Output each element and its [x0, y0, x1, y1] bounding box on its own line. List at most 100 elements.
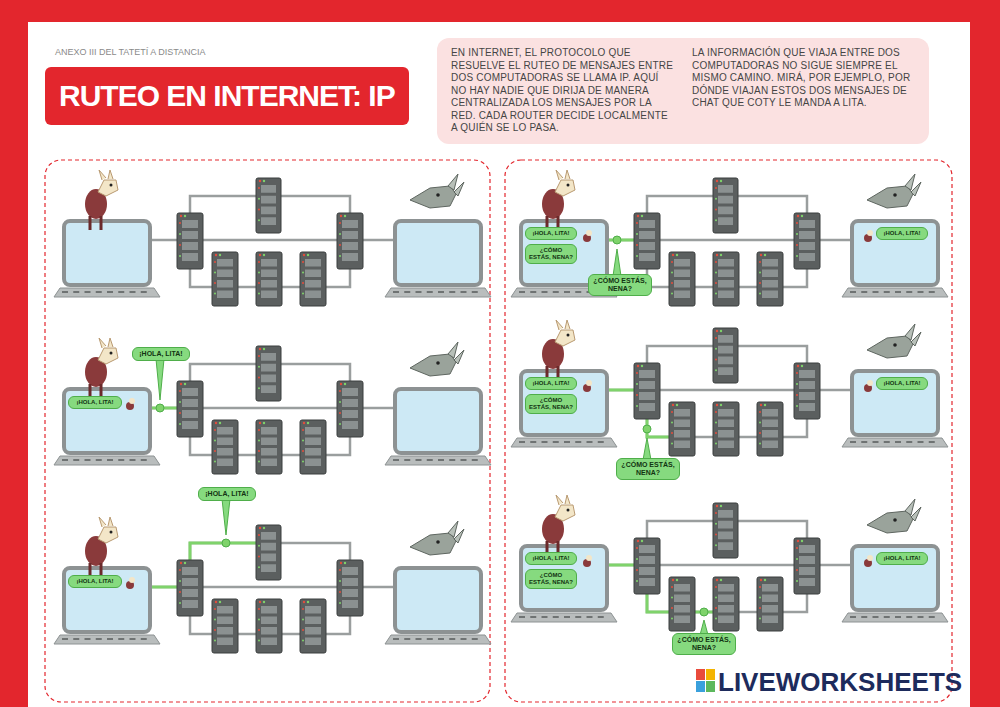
laptop-icon — [385, 568, 491, 644]
router-symbol — [256, 599, 282, 653]
router-symbol — [669, 252, 695, 306]
travelling-message: ¿CÓMO ESTÁS, NENA? — [588, 274, 652, 296]
info-text: LA INFORMACIÓN QUE VIAJA ENTRE DOS COMPU… — [692, 47, 915, 135]
network-scene — [511, 320, 948, 456]
router-symbol — [300, 252, 326, 306]
laptop-icon — [842, 371, 948, 447]
message-text: ¿CÓMO ESTÁS, NENA? — [620, 461, 676, 477]
router-symbol — [757, 577, 783, 631]
laptop-icon — [385, 389, 491, 465]
message-text: ¡HOLA, LITA! — [529, 555, 573, 562]
message-dot — [643, 425, 651, 433]
message-text: ¡HOLA, LITA! — [136, 350, 186, 358]
bubble-tail — [643, 438, 651, 460]
network-scene — [511, 495, 948, 631]
chat-bubble: ¡HOLA, LITA! — [68, 575, 122, 588]
message-dot — [700, 608, 708, 616]
chat-bubble: ¡HOLA, LITA! — [525, 552, 577, 565]
avatar-icon — [864, 230, 873, 242]
laptop-icon — [842, 546, 948, 622]
llama-figure — [542, 170, 575, 230]
avatar-icon — [583, 380, 592, 392]
avatar-icon — [126, 398, 135, 410]
router-symbol — [634, 363, 660, 419]
info-text: EN INTERNET, EL PROTOCOLO QUE RESUELVE E… — [451, 47, 674, 135]
network-scene — [511, 170, 948, 306]
message-text: ¡HOLA, LITA! — [880, 230, 924, 237]
logo-mark — [706, 669, 715, 680]
chat-bubble: ¡HOLA, LITA! — [68, 396, 122, 409]
network-scene — [54, 170, 491, 306]
chat-bubble: ¿CÓMO ESTÁS, NENA? — [525, 244, 577, 264]
title-banner: RUTEO EN INTERNET: IP — [45, 67, 409, 125]
router-symbol — [794, 213, 820, 269]
router-symbol — [713, 252, 739, 306]
laptop-icon — [54, 389, 160, 465]
avatar-icon — [864, 380, 873, 392]
message-text: ¡HOLA, LITA! — [202, 490, 252, 498]
llama-figure — [85, 517, 118, 577]
armadillo-figure — [867, 324, 921, 358]
llama-figure — [85, 338, 118, 398]
message-text: ¿CÓMO ESTÁS, NENA? — [529, 572, 573, 586]
chat-bubble: ¡HOLA, LITA! — [876, 227, 928, 240]
chat-bubble: ¿CÓMO ESTÁS, NENA? — [525, 569, 577, 589]
router-symbol — [300, 420, 326, 474]
router-symbol — [337, 381, 363, 437]
router-symbol — [669, 402, 695, 456]
message-dot — [613, 236, 621, 244]
router-symbol — [669, 577, 695, 631]
travelling-message: ¡HOLA, LITA! — [132, 347, 190, 361]
llama-figure — [542, 320, 575, 380]
chat-bubble: ¡HOLA, LITA! — [876, 552, 928, 565]
network-wire — [607, 346, 850, 437]
network-scene — [54, 338, 491, 474]
message-text: ¡HOLA, LITA! — [880, 380, 924, 387]
router-symbol — [634, 538, 660, 594]
message-text: ¡HOLA, LITA! — [529, 230, 573, 237]
armadillo-figure — [410, 521, 464, 555]
laptop-icon — [511, 371, 617, 447]
bubble-tail — [222, 499, 230, 535]
chat-bubble: ¡HOLA, LITA! — [525, 227, 577, 240]
panel-outline — [505, 160, 952, 702]
logo-mark — [696, 669, 705, 680]
router-symbol — [337, 213, 363, 269]
watermark: LIVEWORKSHEETS — [718, 667, 962, 698]
message-text: ¡HOLA, LITA! — [72, 399, 118, 406]
router-symbol — [212, 420, 238, 474]
travelling-message: ¿CÓMO ESTÁS, NENA? — [672, 633, 736, 655]
laptop-icon — [54, 221, 160, 297]
router-symbol — [212, 599, 238, 653]
page-ground — [28, 22, 970, 707]
bubble-tail — [613, 249, 621, 276]
router-symbol — [757, 252, 783, 306]
chat-bubble: ¡HOLA, LITA! — [525, 377, 577, 390]
router-symbol — [794, 363, 820, 419]
router-symbol — [256, 252, 282, 306]
avatar-icon — [583, 555, 592, 567]
llama-figure — [85, 170, 118, 230]
message-text: ¡HOLA, LITA! — [72, 578, 118, 585]
network-wire — [150, 543, 393, 634]
router-symbol — [212, 252, 238, 306]
llama-figure — [542, 495, 575, 555]
router-symbol — [713, 577, 739, 631]
message-text: ¿CÓMO ESTÁS, NENA? — [592, 277, 648, 293]
network-wire — [607, 521, 850, 612]
router-symbol — [713, 503, 738, 558]
annex-label: ANEXO III DEL TATETÍ A DISTANCIA — [55, 47, 206, 57]
message-text: ¿CÓMO ESTÁS, NENA? — [529, 397, 573, 411]
message-dot — [156, 404, 164, 412]
network-wire — [150, 196, 393, 287]
router-symbol — [757, 402, 783, 456]
router-symbol — [177, 213, 203, 269]
message-text: ¡HOLA, LITA! — [529, 380, 573, 387]
armadillo-figure — [867, 174, 921, 208]
message-dot — [222, 539, 230, 547]
router-symbol — [794, 538, 820, 594]
network-scene — [54, 517, 491, 653]
router-symbol — [713, 328, 738, 383]
panel-outline — [45, 160, 490, 702]
